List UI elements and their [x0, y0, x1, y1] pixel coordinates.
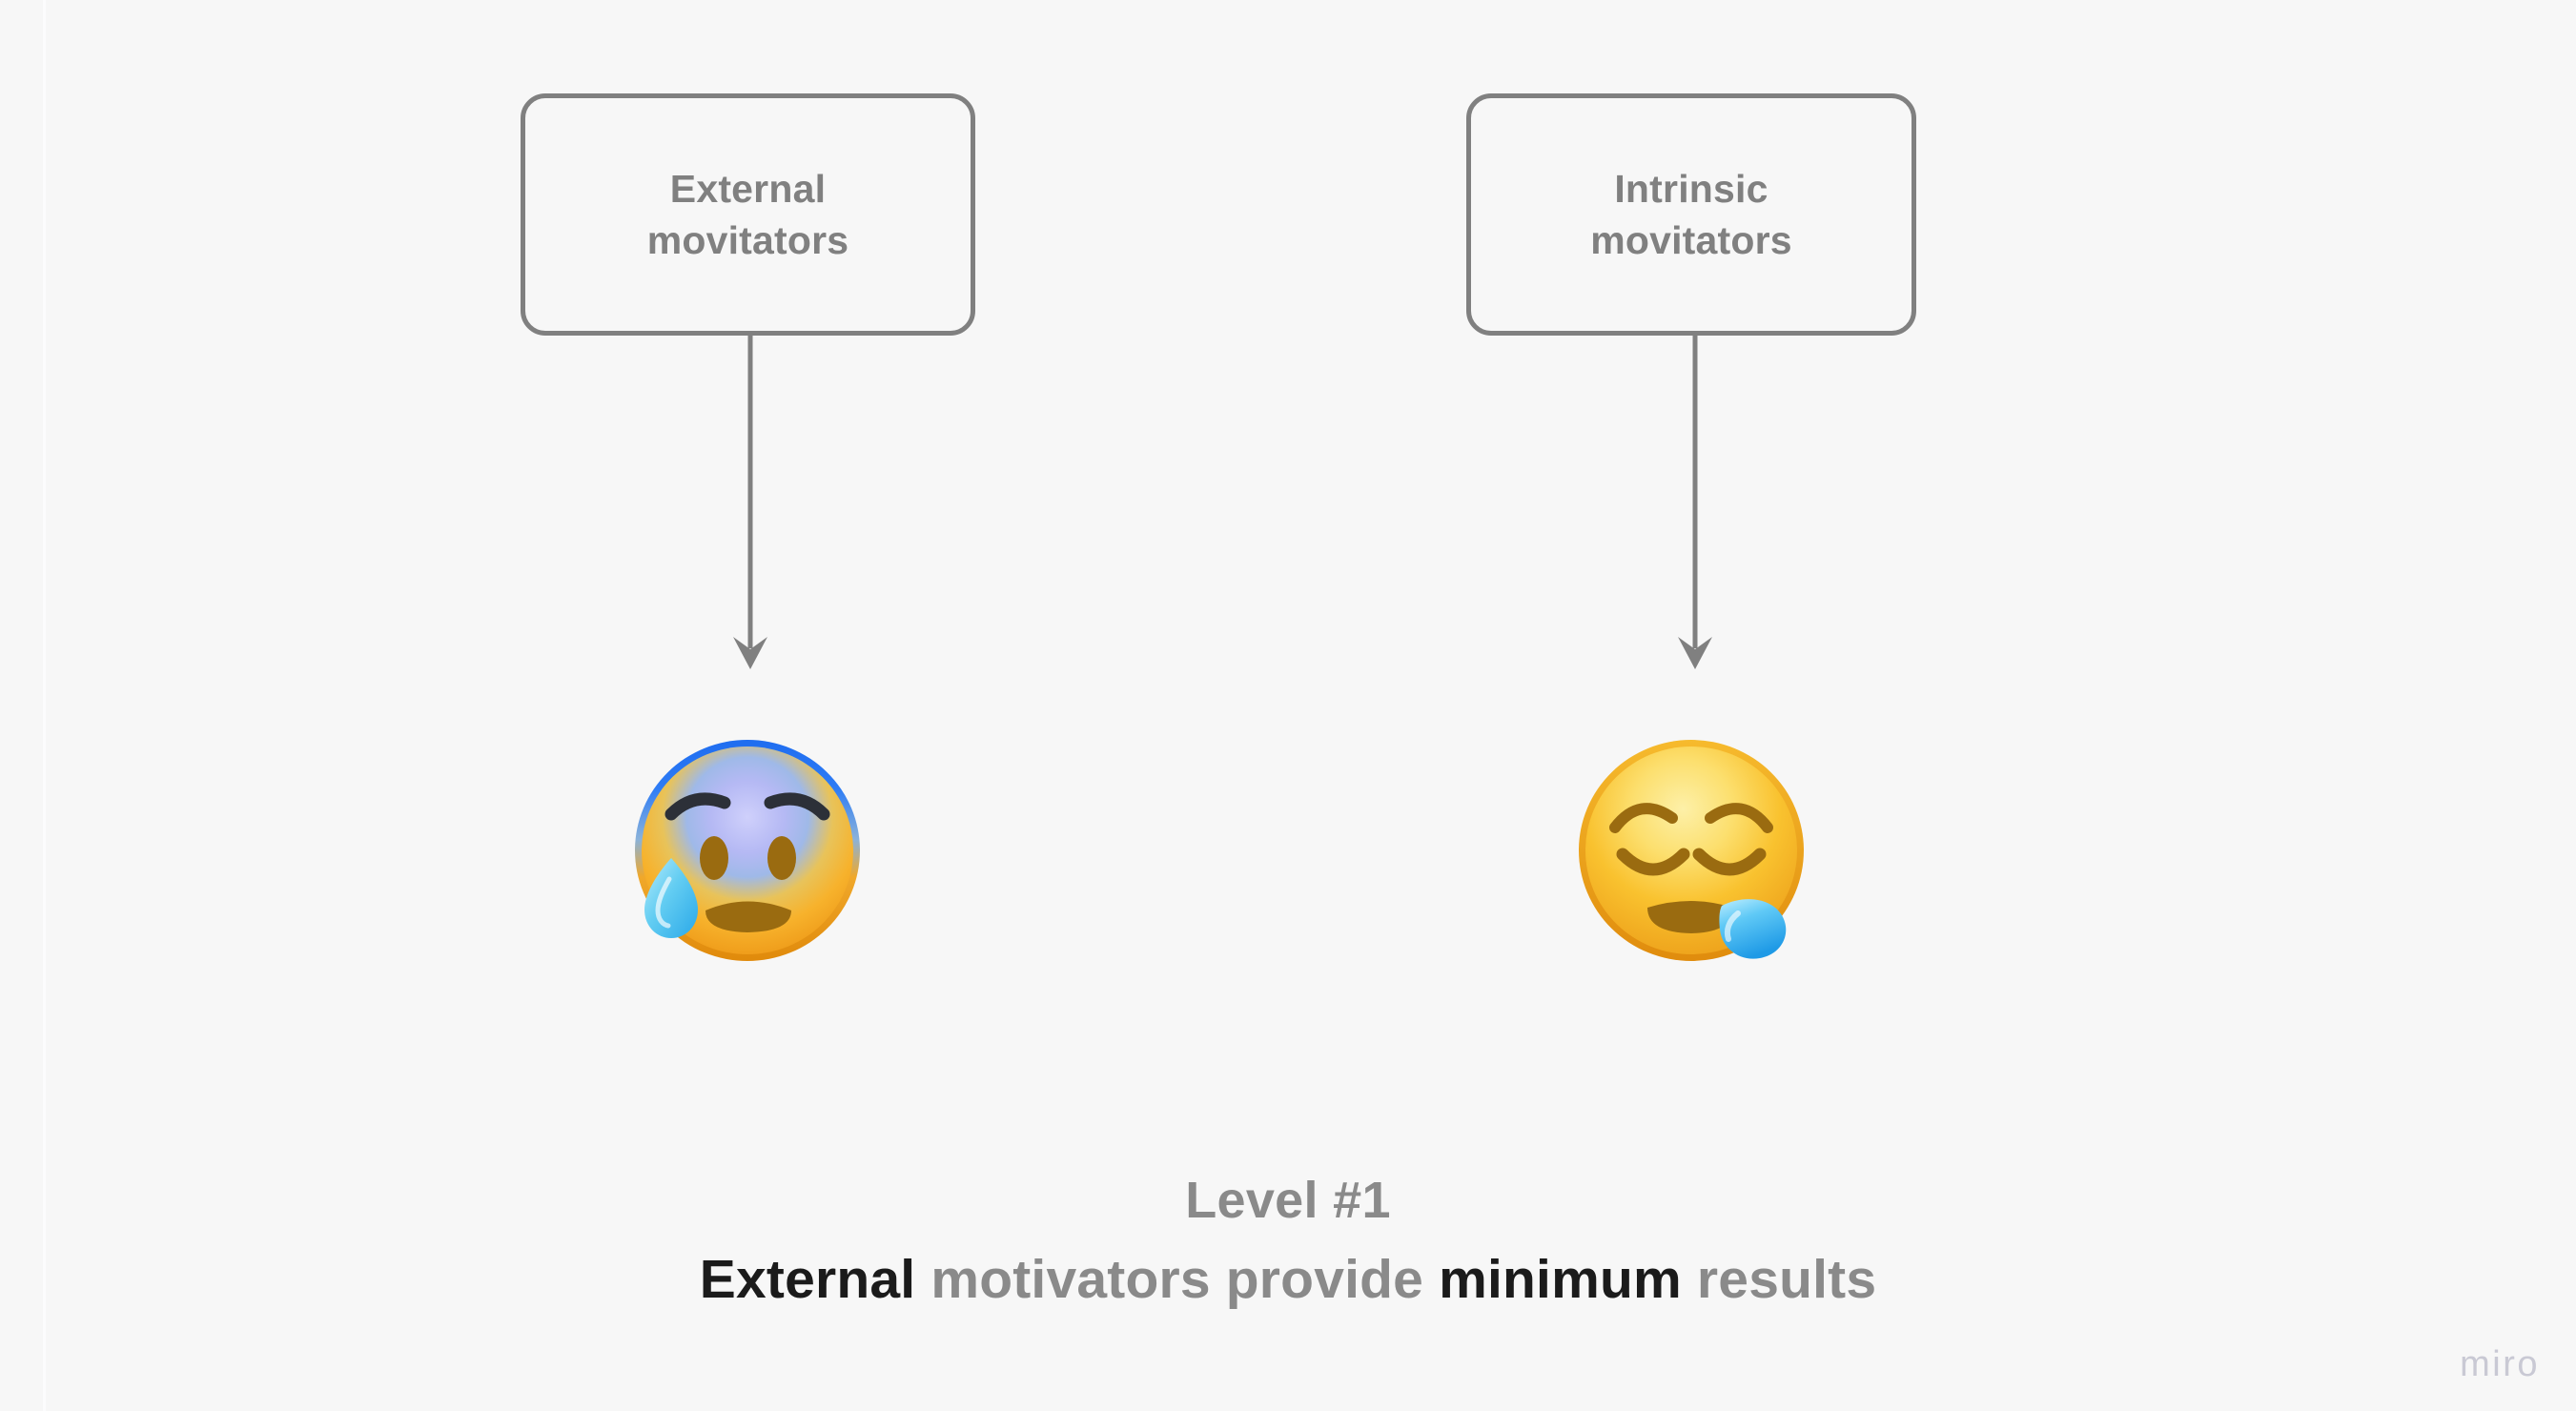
connector-arrow-intrinsic[interactable] [1676, 334, 1714, 677]
caption-level-text: Level #1 [1185, 1172, 1391, 1229]
sleepy-face-icon [1579, 740, 1804, 961]
caption-word-results: results [1681, 1249, 1877, 1311]
connector-arrow-external[interactable] [731, 334, 769, 677]
node-intrinsic-label: Intrinsic movitators [1590, 166, 1792, 262]
arrow-down-icon [733, 334, 767, 669]
caption-statement-text: External motivators provide minimum resu… [0, 1247, 2576, 1312]
miro-watermark: miro [2460, 1344, 2540, 1384]
caption-word-minimum: minimum [1439, 1249, 1682, 1311]
caption-word-external: External [699, 1249, 916, 1311]
arrow-down-icon [1678, 334, 1712, 669]
node-external-movitators[interactable]: External movitators [521, 93, 975, 336]
emoji-sleepy-face[interactable] [1573, 736, 1809, 970]
node-external-label: External movitators [646, 166, 849, 262]
frame-edge-left [43, 0, 46, 1411]
caption-block: Level #1 External motivators provide min… [0, 1171, 2576, 1312]
anxious-face-with-sweat-icon [635, 740, 860, 961]
emoji-anxious-face-with-sweat[interactable] [629, 736, 866, 970]
caption-phrase-motivators-provide: motivators provide [915, 1249, 1440, 1311]
node-intrinsic-movitators[interactable]: Intrinsic movitators [1466, 93, 1916, 336]
